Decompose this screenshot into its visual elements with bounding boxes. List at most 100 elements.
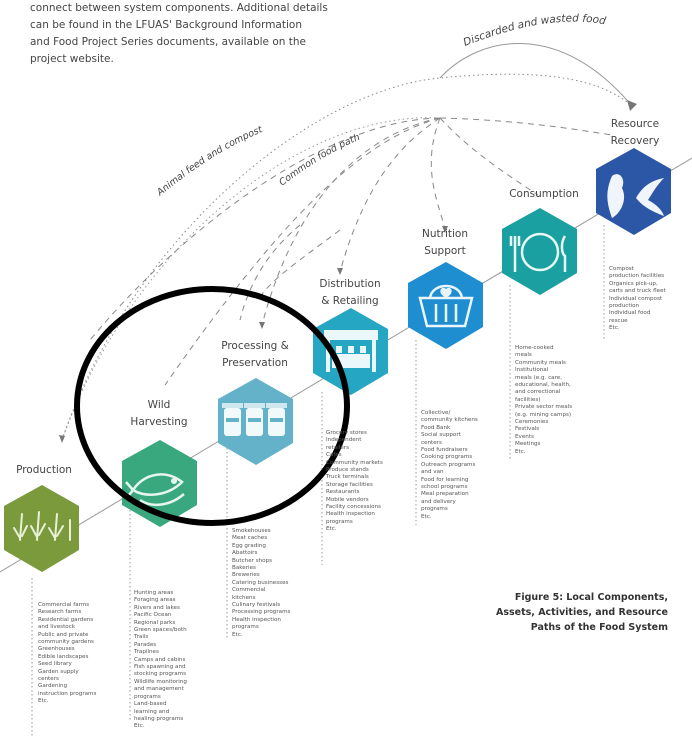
stage-item: community kitchens (421, 417, 478, 424)
stage-item: Truck terminals (326, 474, 369, 481)
stage-item: Produce stands (326, 467, 369, 474)
stage-item: Egg grading (232, 542, 266, 549)
caption-line: Assets, Activities, and Resource (495, 607, 668, 618)
stage-item: Social support (421, 432, 461, 439)
intro-line: project website. (30, 53, 114, 65)
highlight-circle (74, 286, 350, 526)
stage-item: Commercial (232, 587, 266, 594)
stage-item: programs (326, 518, 353, 525)
animal-path-text: Animal feed and compost (154, 124, 265, 199)
stage-label-line: & Retailing (321, 295, 379, 307)
production-hexagon (4, 485, 79, 572)
discarded-path-label: Discarded and wasted food (462, 13, 607, 49)
stage-item: Private sector meals (515, 404, 573, 411)
stage-item: Greenhouses (38, 646, 75, 653)
intro-line: and Food Project Series documents, avail… (30, 36, 306, 48)
stage-item: programs (421, 506, 448, 513)
birds-icon (607, 174, 664, 218)
stage-item: programs (232, 624, 259, 631)
stage-item: healing programs (134, 715, 184, 722)
stage-item: Camps and cabins (134, 656, 186, 663)
stage-item: Fish spawning and (134, 664, 186, 671)
stage-item: Events (515, 433, 534, 440)
stage-item: Etc. (232, 631, 243, 638)
stage-item: Collective/ (421, 410, 451, 416)
intro-line: connect between system components. Addit… (30, 2, 328, 14)
stage-label-line: Consumption (509, 188, 579, 200)
stage-item: educational, health, (515, 382, 571, 389)
common-food-paths (89, 117, 613, 386)
discarded-food-arc (61, 73, 633, 441)
stage-item: Etc. (134, 723, 145, 730)
stage-item: Festivals (515, 426, 540, 433)
stage-item: Land-based (134, 701, 167, 708)
arrow-head (442, 226, 448, 233)
stage-item: Individual compost (609, 295, 663, 302)
arrow-head (59, 435, 65, 443)
stage-label-line: Distribution (319, 278, 381, 290)
stage-item: Hunting areas (134, 590, 174, 596)
stage-label-line: Support (424, 245, 466, 257)
stage-item: Etc. (515, 448, 526, 455)
stage-item: and livestock (38, 624, 76, 631)
stage-item: Rivers and lakes (134, 604, 180, 611)
wheat-icon (13, 511, 71, 541)
stage-item: Parades (134, 641, 157, 648)
stage-item: Community markets (326, 459, 383, 466)
animal-path-label: Animal feed and compost (154, 124, 265, 199)
stage-item: Foraging areas (134, 597, 176, 604)
stage-item: Regional parks (134, 619, 176, 626)
stage-item: Mobile vendors (326, 496, 369, 503)
stage-item: rescue (609, 317, 628, 324)
stage-item: Food for learning (421, 476, 469, 483)
stage-label-processing: Processing & Preservation (205, 338, 305, 372)
intro-line: can be found in the LFUAS' Background In… (30, 19, 302, 31)
stage-item: Facility concessions (326, 504, 381, 511)
stage-item: kitchens (232, 594, 256, 601)
plate-utensils-icon (509, 232, 567, 272)
market-stall-icon (324, 330, 378, 372)
stage-item: Butcher shops (232, 557, 273, 564)
stage-item: (e.g. mining camps) (515, 411, 572, 418)
stage-label-line: Resource (610, 118, 660, 130)
stage-item: Cooking programs (421, 454, 473, 461)
stage-item: Outreach programs (421, 461, 476, 468)
stage-item: Institutional (515, 367, 549, 374)
stage-label-recovery: Resource Recovery (590, 116, 680, 150)
arrow-head (337, 268, 343, 275)
stage-item: Processing programs (232, 609, 291, 616)
stage-item: Trails (134, 634, 149, 641)
stage-item: Grocery stores (326, 430, 367, 436)
stage-item: Etc. (326, 526, 337, 533)
discarded-food-arc (439, 43, 633, 107)
stage-item: Meetings (515, 441, 541, 448)
stage-item: Independent (326, 437, 362, 444)
figure-caption: Figure 5: Local Components, Assets, Acti… (488, 590, 668, 635)
stage-item: Organics pick-up, (609, 280, 658, 287)
stage-label-line: Production (16, 464, 72, 476)
stage-item: centers (38, 676, 59, 683)
stage-item: Garden supply (38, 668, 79, 675)
stage-item: Food Bank (421, 424, 451, 431)
nutrition-hexagon (408, 262, 483, 349)
stage-item: Wildlife monitoring (134, 678, 187, 685)
processing-hexagon (218, 378, 293, 465)
common-path-text: Common food path (277, 132, 361, 188)
stage-item: Meal preparation (421, 491, 469, 498)
discarded-path-text: Discarded and wasted food (462, 13, 607, 49)
stage-item: Smokehouses (232, 528, 271, 534)
stage-item: school programs (421, 484, 468, 491)
consumption-hexagon (502, 208, 577, 295)
stage-item: production facilities (609, 273, 665, 280)
stage-item: Residential gardens (38, 616, 94, 623)
basket-icon (418, 284, 474, 328)
stage-item: production (609, 303, 640, 310)
stage-item: and delivery (421, 498, 456, 505)
stage-item: Ceremonies (515, 419, 549, 426)
